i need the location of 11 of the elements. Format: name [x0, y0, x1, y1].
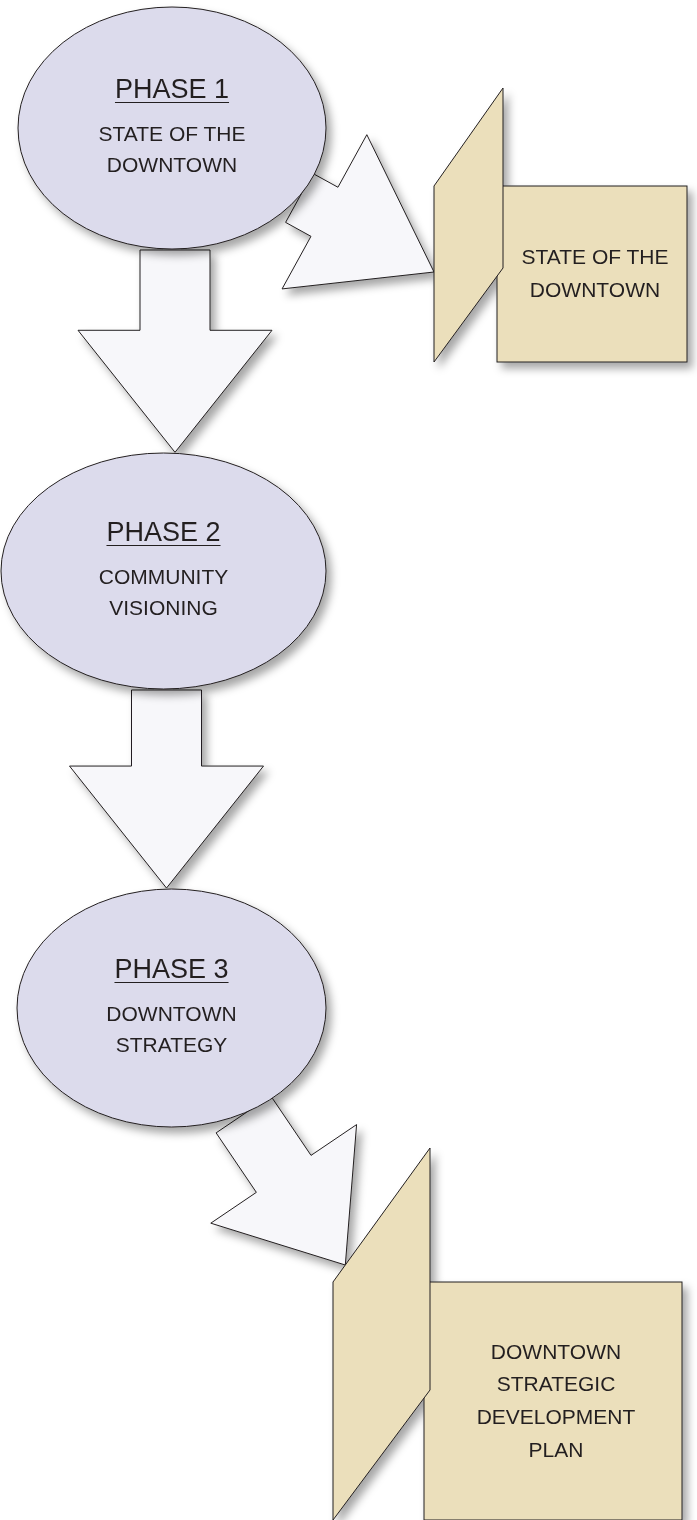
document-title: STATE OF THE DOWNTOWN [520, 244, 670, 303]
phase-title: DOWNTOWN STRATEGY [105, 1001, 238, 1058]
block-arrow [281, 134, 435, 290]
phase-heading: PHASE 3 [114, 956, 229, 984]
block-arrow [69, 689, 264, 889]
block-arrow [77, 249, 273, 453]
phase-title: STATE OF THE DOWNTOWN [97, 121, 247, 178]
phase-heading: PHASE 1 [114, 76, 230, 104]
document-title: DOWNTOWN STRATEGIC DEVELOPMENT PLAN [475, 1338, 637, 1463]
phase-title: COMMUNITY VISIONING [97, 564, 230, 621]
phase-heading: PHASE 2 [106, 519, 221, 547]
